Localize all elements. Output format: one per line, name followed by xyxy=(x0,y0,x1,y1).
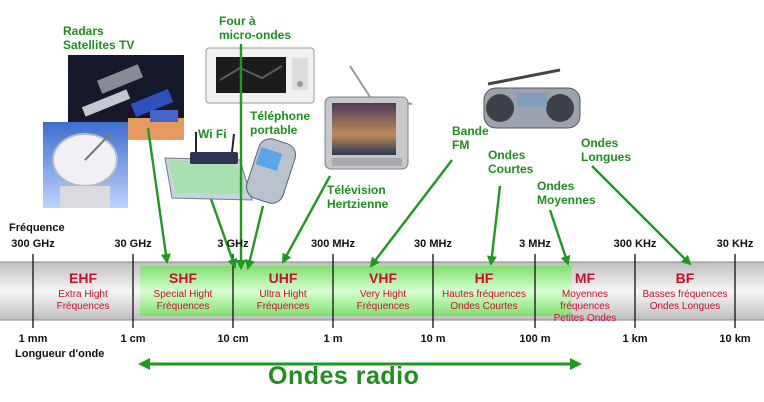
spectrum-bar xyxy=(0,254,764,328)
arrow-wifi xyxy=(209,198,238,269)
wavelength-tick: 1 km xyxy=(622,333,648,345)
frequency-tick: 30 MHz xyxy=(414,238,452,250)
frequency-tick: 300 GHz xyxy=(11,238,55,250)
arrows xyxy=(138,44,692,370)
band-mf-name: MF xyxy=(574,270,596,286)
band-hf-name: HF xyxy=(474,270,494,286)
label-wifi: Wi Fi xyxy=(198,127,227,141)
satellite-dish-picture xyxy=(43,122,128,208)
band-bf-name: BF xyxy=(675,270,695,286)
microwave-highlight xyxy=(140,266,572,316)
wavelength-tick: 1 mm xyxy=(18,333,48,345)
arrow-moyennes xyxy=(548,209,571,266)
wavelength-tick: 10 cm xyxy=(217,333,249,345)
wavelength-tick: 10 km xyxy=(719,333,751,345)
band-ehf-name: EHF xyxy=(69,270,97,286)
frequency-axis-title: Fréquence xyxy=(9,222,65,234)
wavelength-tick: 1 m xyxy=(323,333,343,345)
arrow-longues xyxy=(591,165,692,266)
band-shf-name: SHF xyxy=(169,270,197,286)
satellite-picture xyxy=(68,55,184,140)
frequency-tick: 3 MHz xyxy=(519,238,551,250)
arrow-courtes xyxy=(486,185,502,266)
wavelength-tick: 100 m xyxy=(519,333,551,345)
television-picture xyxy=(324,65,413,170)
arrow-fm xyxy=(369,159,453,268)
radio-picture xyxy=(483,68,581,129)
band-vhf-name: VHF xyxy=(369,270,397,286)
wavelength-tick: 10 m xyxy=(420,333,446,345)
wavelength-axis-title: Longueur d'onde xyxy=(15,348,105,360)
wavelength-tick: 1 cm xyxy=(120,333,146,345)
arrow-radars xyxy=(146,127,171,264)
microwave-picture xyxy=(205,47,315,104)
frequency-tick: 30 KHz xyxy=(716,238,754,250)
frequency-tick: 3 GHz xyxy=(217,238,249,250)
frequency-tick: 300 KHz xyxy=(613,238,657,250)
router-laptop-picture xyxy=(164,132,253,201)
frequency-tick: 30 GHz xyxy=(114,238,152,250)
frequency-tick: 300 MHz xyxy=(310,238,356,250)
phone-picture xyxy=(245,138,297,204)
arrow-television xyxy=(281,175,332,264)
ondes-radio-title: Ondes radio xyxy=(268,362,420,390)
arrow-phone xyxy=(245,205,265,270)
band-uhf-name: UHF xyxy=(268,270,298,286)
